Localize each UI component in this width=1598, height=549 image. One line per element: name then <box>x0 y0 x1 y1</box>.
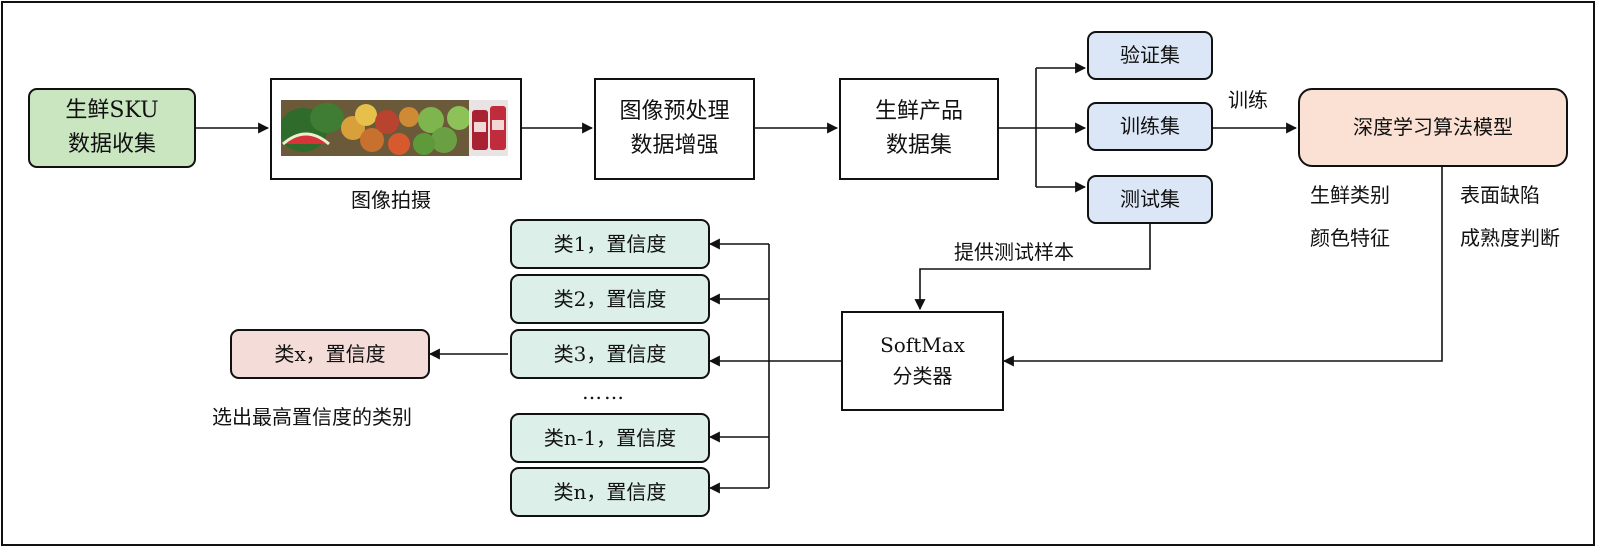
class-box-3: 类3，置信度 <box>510 329 710 379</box>
output-left-line-2: 颜色特征 <box>1310 226 1390 250</box>
output-left-line-1: 生鲜类别 <box>1310 183 1390 207</box>
class-label-1: 类1，置信度 <box>553 231 667 256</box>
validation-set-box: 验证集 <box>1087 31 1213 80</box>
provide-samples-label: 提供测试样本 <box>954 240 1074 264</box>
preprocess-line-2: 数据增强 <box>630 133 719 158</box>
fruit-photo-image <box>281 100 508 156</box>
output-right-line-1: 表面缺陷 <box>1460 183 1540 207</box>
data-collection-line-2: 数据收集 <box>67 132 156 157</box>
class-box-2: 类2，置信度 <box>510 274 710 324</box>
result-caption: 选出最高置信度的类别 <box>212 405 412 429</box>
result-box: 类x，置信度 <box>230 329 430 379</box>
deep-learning-model-label: 深度学习算法模型 <box>1353 115 1513 139</box>
softmax-line-2: 分类器 <box>892 364 953 388</box>
data-collection-line-1: 生鲜SKU <box>65 97 159 123</box>
class-label-2: 类2，置信度 <box>553 286 667 311</box>
training-set-box: 训练集 <box>1087 102 1213 151</box>
dataset-box: 生鲜产品 数据集 <box>839 78 999 180</box>
test-set-box: 测试集 <box>1087 175 1213 224</box>
fruit-photo <box>281 100 508 156</box>
arrow-test-to-softmax <box>914 222 1151 311</box>
class-label-n: 类n，置信度 <box>553 479 667 504</box>
class-box-1: 类1，置信度 <box>510 219 710 269</box>
result-label: 类x，置信度 <box>274 341 386 366</box>
deep-learning-model-box: 深度学习算法模型 <box>1298 88 1568 167</box>
class-label-3: 类3，置信度 <box>553 341 667 366</box>
image-capture-box <box>270 78 522 180</box>
output-right-line-2: 成熟度判断 <box>1460 226 1560 250</box>
image-capture-caption: 图像拍摄 <box>351 188 431 212</box>
dataset-line-1: 生鲜产品 <box>874 98 963 124</box>
dataset-line-2: 数据集 <box>885 133 952 158</box>
class-box-n: 类n，置信度 <box>510 467 710 517</box>
data-collection-box: 生鲜SKU 数据收集 <box>28 88 196 168</box>
preprocess-box: 图像预处理 数据增强 <box>594 78 755 180</box>
softmax-line-1: SoftMax <box>880 333 965 357</box>
preprocess-line-1: 图像预处理 <box>619 98 730 124</box>
class-label-n-1: 类n-1，置信度 <box>543 425 677 450</box>
test-set-label: 测试集 <box>1120 187 1180 211</box>
train-edge-label: 训练 <box>1228 88 1268 112</box>
training-set-label: 训练集 <box>1120 114 1180 138</box>
validation-set-label: 验证集 <box>1120 43 1180 67</box>
softmax-classifier-box: SoftMax 分类器 <box>841 311 1004 411</box>
arrow-model-to-softmax <box>1002 165 1443 367</box>
class-ellipsis: …… <box>582 380 626 404</box>
class-box-n-1: 类n-1，置信度 <box>510 413 710 463</box>
